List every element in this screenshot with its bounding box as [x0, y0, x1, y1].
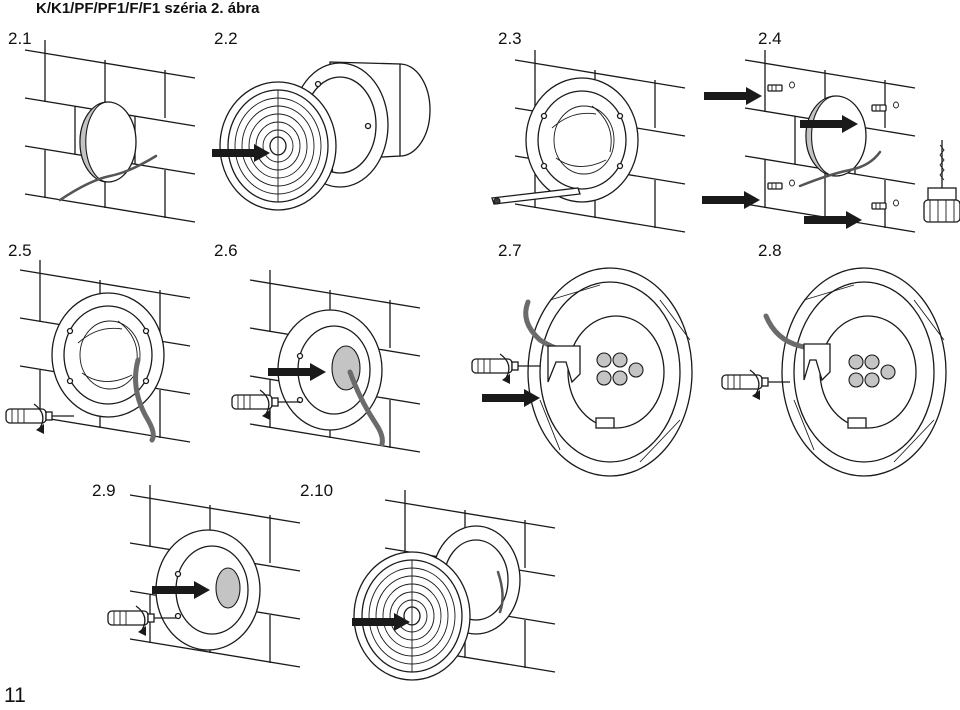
step-label-2-7: 2.7 [498, 241, 522, 260]
document-title: K/K1/PF/PF1/F/F1 széria 2. ábra [36, 0, 260, 17]
step-label-2-6: 2.6 [214, 241, 238, 260]
step-2-6-illustration [231, 269, 421, 453]
step-label-2-10: 2.10 [300, 481, 334, 500]
step-2-9-illustration [107, 484, 301, 668]
step-2-2-illustration [212, 61, 431, 211]
step-label-2-4: 2.4 [758, 29, 782, 48]
step-2-7-illustration [471, 267, 693, 477]
step-2-4-illustration [702, 49, 960, 233]
step-2-1-illustration [24, 39, 196, 223]
step-2-8-illustration [721, 267, 947, 477]
step-label-2-2: 2.2 [214, 29, 238, 48]
step-label-2-9: 2.9 [92, 481, 116, 500]
page-number: 11 [4, 684, 26, 707]
step-2-10-illustration [352, 489, 556, 681]
step-label-2-8: 2.8 [758, 241, 782, 260]
step-label-2-1: 2.1 [8, 29, 32, 48]
step-2-3-illustration [491, 49, 686, 233]
step-label-2-5: 2.5 [8, 241, 32, 260]
step-label-2-3: 2.3 [498, 29, 522, 48]
step-2-5-illustration [5, 259, 191, 443]
